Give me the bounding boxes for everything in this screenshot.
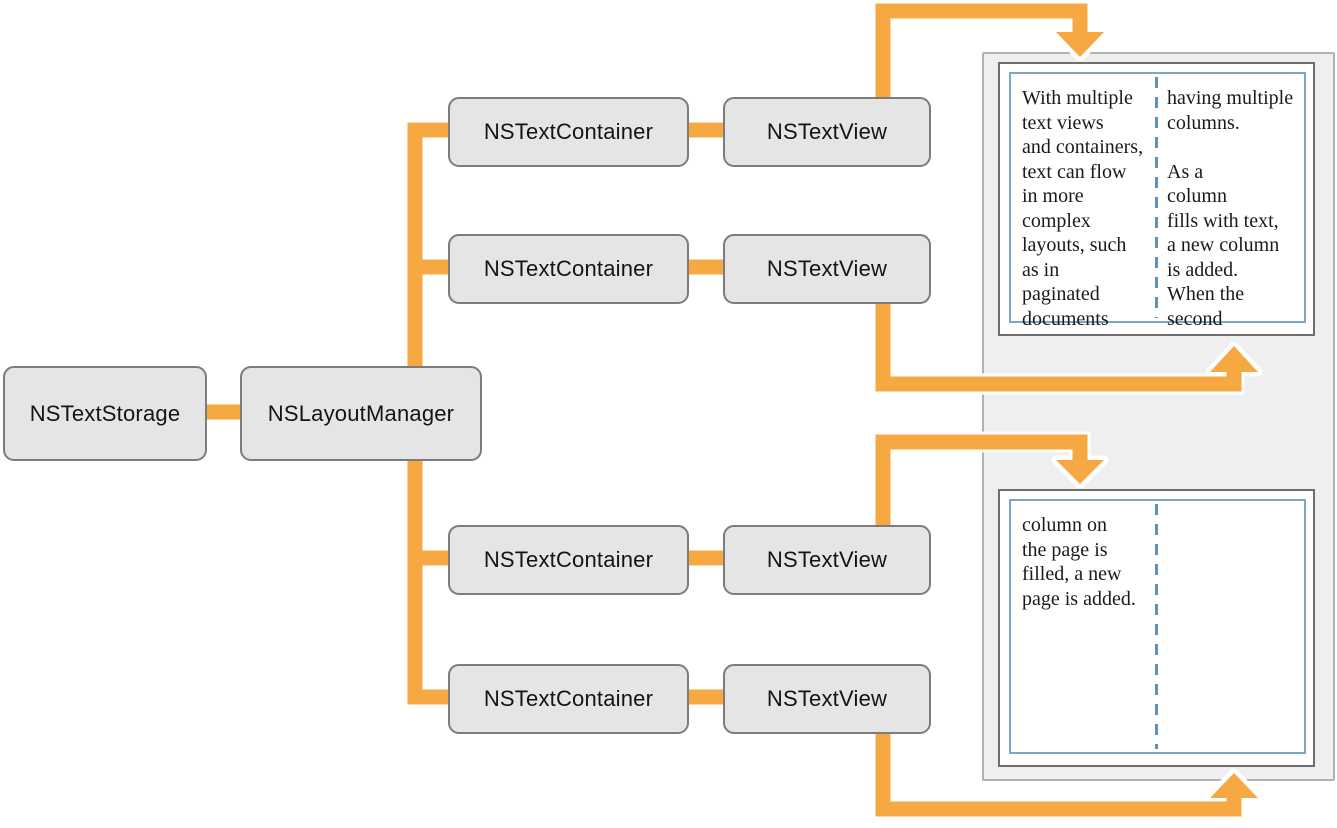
connector-casing-arrow-view-3-to-page-2-top (872, 431, 1091, 530)
arrowhead-arrow-view-4-to-page-2-bottom (1210, 773, 1258, 798)
node-nstextview-2: NSTextView (723, 234, 931, 304)
node-nstextstorage: NSTextStorage (3, 366, 207, 461)
node-nstextview-4: NSTextView (723, 664, 931, 734)
connector-link-manager-container-1 (407, 122, 452, 372)
node-nstextcontainer-3: NSTextContainer (448, 525, 689, 595)
arrowhead-arrow-view-1-to-page-1-top (1056, 32, 1104, 57)
connector-arrow-view-4-to-page-2-bottom (875, 725, 1242, 817)
page-2-column-1-text: column on the page is filled, a new page… (1022, 514, 1136, 610)
page-1-column-divider (1155, 77, 1158, 318)
node-nslayoutmanager: NSLayoutManager (240, 366, 482, 461)
connector-link-manager-container-4 (407, 450, 452, 705)
connector-arrow-view-2-to-page-1-bottom (875, 295, 1242, 392)
page-1-column-1-text: With multiple text views and containers,… (1022, 87, 1144, 330)
page-2-column-frame: column on the page is filled, a new page… (1009, 499, 1306, 754)
connector-arrow-view-1-to-page-1-top (875, 3, 1088, 105)
page-2-column-divider (1155, 504, 1158, 749)
connector-casing-arrow-view-4-to-page-2-bottom (872, 725, 1245, 820)
connector-arrow-view-3-to-page-2-top (875, 434, 1088, 530)
arrowhead-arrow-view-2-to-page-1-bottom (1210, 346, 1258, 372)
page-1-column-2-text: having multiple columns. As a column fil… (1167, 87, 1294, 330)
node-nstextcontainer-1: NSTextContainer (448, 97, 689, 167)
page-2: column on the page is filled, a new page… (998, 489, 1315, 767)
connector-casing-arrow-view-2-to-page-1-bottom (872, 295, 1245, 395)
connector-casing-arrow-view-1-to-page-1-top (872, 0, 1091, 105)
node-nstextview-3: NSTextView (723, 525, 931, 595)
node-nstextcontainer-2: NSTextContainer (448, 234, 689, 304)
page-1: With multiple text views and containers,… (998, 62, 1315, 336)
node-nstextcontainer-4: NSTextContainer (448, 664, 689, 734)
page-1-column-frame: With multiple text views and containers,… (1009, 72, 1306, 330)
node-nstextview-1: NSTextView (723, 97, 931, 167)
arrowhead-arrow-view-3-to-page-2-top (1056, 460, 1104, 484)
